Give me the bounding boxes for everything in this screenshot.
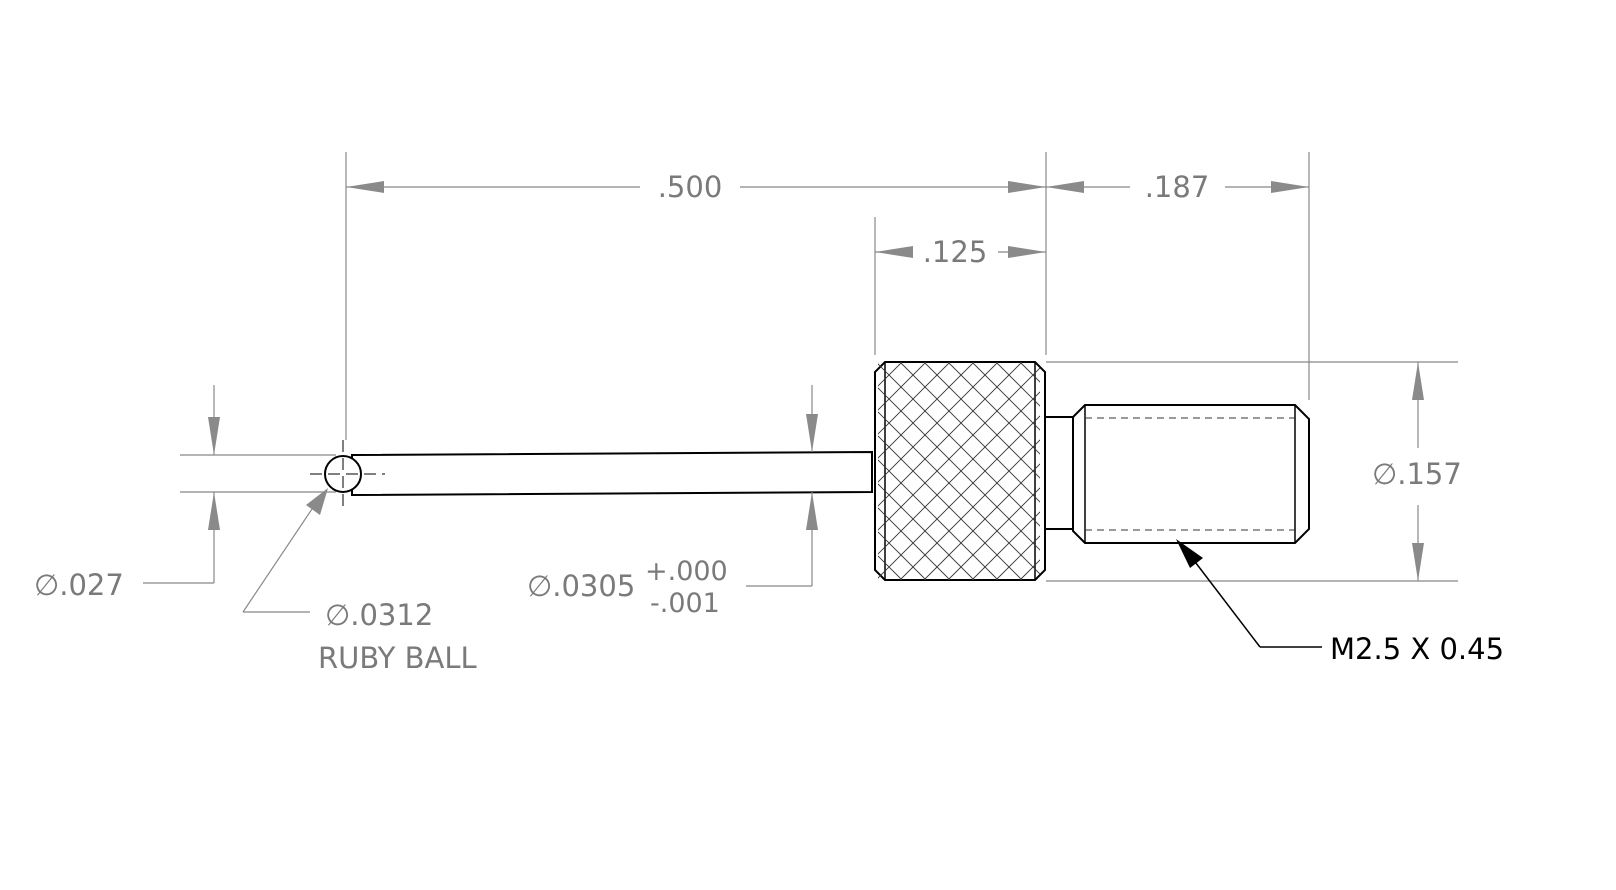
knurl-line (878, 367, 1040, 531)
dim-body-diameter-value: ∅.157 (1372, 457, 1462, 491)
thread-neck (1044, 416, 1074, 530)
thread-callout-label: M2.5 X 0.45 (1330, 632, 1504, 666)
knurl-line (878, 362, 1023, 507)
dim-body-diameter: ∅.157 (1372, 362, 1462, 581)
dim-thread-length: .187 (1046, 170, 1309, 204)
dim-overall-length: .500 (346, 170, 1046, 204)
knurl-line (947, 487, 1040, 580)
dim-stem-diameter-value: ∅.0305 (527, 569, 635, 603)
part-outline (310, 361, 1310, 581)
ruby-ball (324, 455, 362, 493)
dim-stem-diameter: ∅.0305 +.000 -.001 (527, 385, 818, 619)
knurl-line (995, 535, 1040, 580)
dim-stem-tip-diameter-value: ∅.027 (34, 568, 124, 602)
knurl-line (878, 362, 999, 483)
diameter-symbol: ∅ (325, 598, 350, 632)
knurl-line (878, 391, 1040, 555)
knurl-line (878, 362, 927, 411)
knurl-line (923, 463, 1040, 580)
dim-thread-length-value: .187 (1145, 170, 1210, 204)
dim-knurl-width-value: .125 (923, 235, 988, 269)
stem-tolerance-plus: +.000 (645, 556, 728, 587)
knurl-line (971, 511, 1040, 580)
knurl-line (878, 362, 975, 459)
dim-overall-length-value: .500 (658, 170, 723, 204)
callout-thread: M2.5 X 0.45 (1176, 539, 1504, 666)
knurl-line (971, 362, 1040, 431)
body-diameter-number: .157 (1397, 457, 1462, 491)
knurl-line (878, 507, 951, 580)
knurl-line (878, 531, 927, 580)
dim-knurl-width: .125 (875, 235, 1046, 269)
ball-diameter-number: .0312 (350, 598, 433, 632)
knurl-line (899, 439, 1040, 580)
ball-center-mark (310, 440, 385, 506)
dim-stem-tip-diameter: ∅.027 (34, 385, 220, 602)
knurl-pattern (878, 362, 1040, 580)
knurl-line (995, 362, 1040, 407)
ruby-ball-label: RUBY BALL (318, 641, 477, 675)
extension-lines (180, 152, 1458, 582)
stem-tip-diameter-number: .027 (59, 568, 124, 602)
knurl-line (878, 483, 975, 580)
stylus-stem (351, 450, 873, 497)
callout-ruby-ball: ∅.0312 RUBY BALL (242, 488, 477, 675)
diameter-symbol: ∅ (527, 569, 552, 603)
knurl-line (947, 362, 1040, 455)
stem-tolerance-minus: -.001 (650, 588, 720, 619)
knurl-line (878, 415, 1040, 579)
ball-diameter-value: ∅.0312 (325, 598, 433, 632)
stem-diameter-number: .0305 (552, 569, 635, 603)
knurl-line (878, 362, 951, 435)
diameter-symbol: ∅ (1372, 457, 1397, 491)
diameter-symbol: ∅ (34, 568, 59, 602)
threaded-shank (1072, 404, 1310, 544)
knurled-body (874, 361, 1046, 581)
